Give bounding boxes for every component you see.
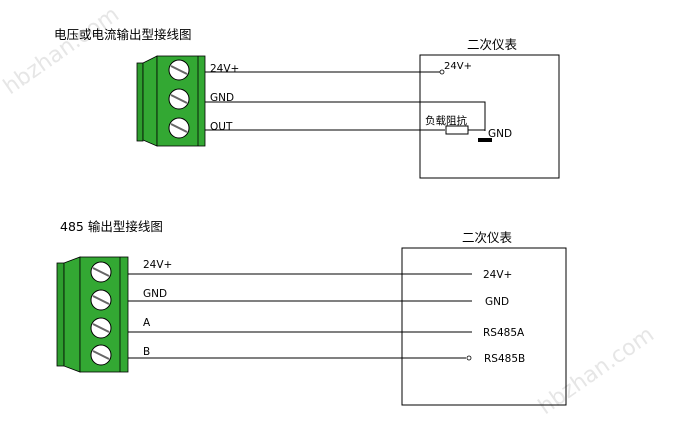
terminal-block-3pin [136, 55, 206, 147]
terminal-block-4pin [56, 256, 129, 373]
terminal-wedge [63, 256, 81, 373]
terminal-side-strip [136, 62, 144, 142]
terminal-point [466, 355, 472, 361]
instrument-label-24v: 24V+ [483, 269, 512, 281]
diagram-voltage-current: 电压或电流输出型接线图 24V+ GND OUT [54, 27, 560, 179]
screw-icon [90, 261, 112, 283]
terminal-label-a: A [143, 317, 151, 329]
screw-icon [168, 117, 190, 139]
terminal-point [439, 69, 445, 75]
terminal-label-out: OUT [210, 121, 233, 133]
diagram2-title: 485 输出型接线图 [60, 219, 163, 234]
instrument2-title: 二次仪表 [462, 230, 513, 245]
terminal-label-24v: 24V+ [210, 63, 239, 75]
screw-icon [90, 344, 112, 366]
screw-icon [168, 59, 190, 81]
terminal-label-24v: 24V+ [143, 259, 172, 271]
screw-icon [90, 317, 112, 339]
instrument-box [419, 54, 560, 179]
instrument-label-24v: 24V+ [444, 61, 472, 72]
load-impedance-label: 负载阻抗 [425, 114, 467, 127]
instrument-label-rs485a: RS485A [483, 327, 525, 339]
diagram-485: 485 输出型接线图 24V+ [56, 219, 567, 406]
ground-symbol-icon [478, 138, 492, 142]
watermark-top-left: hbzhan.com [0, 2, 124, 100]
terminal-label-b: B [143, 346, 150, 358]
instrument-label-rs485b: RS485B [484, 353, 525, 365]
instrument-box [401, 247, 567, 406]
terminal-wedge [142, 55, 158, 147]
wire-gnd [205, 101, 486, 131]
terminal-label-gnd: GND [143, 288, 167, 300]
resistor-icon [445, 125, 469, 135]
instrument-label-gnd: GND [488, 128, 512, 140]
diagram1-title: 电压或电流输出型接线图 [54, 27, 192, 42]
instrument1-title: 二次仪表 [467, 37, 518, 52]
instrument-label-gnd: GND [485, 296, 509, 308]
terminal-label-gnd: GND [210, 92, 234, 104]
screw-icon [168, 88, 190, 110]
terminal-side-strip [56, 262, 65, 367]
screw-icon [90, 289, 112, 311]
